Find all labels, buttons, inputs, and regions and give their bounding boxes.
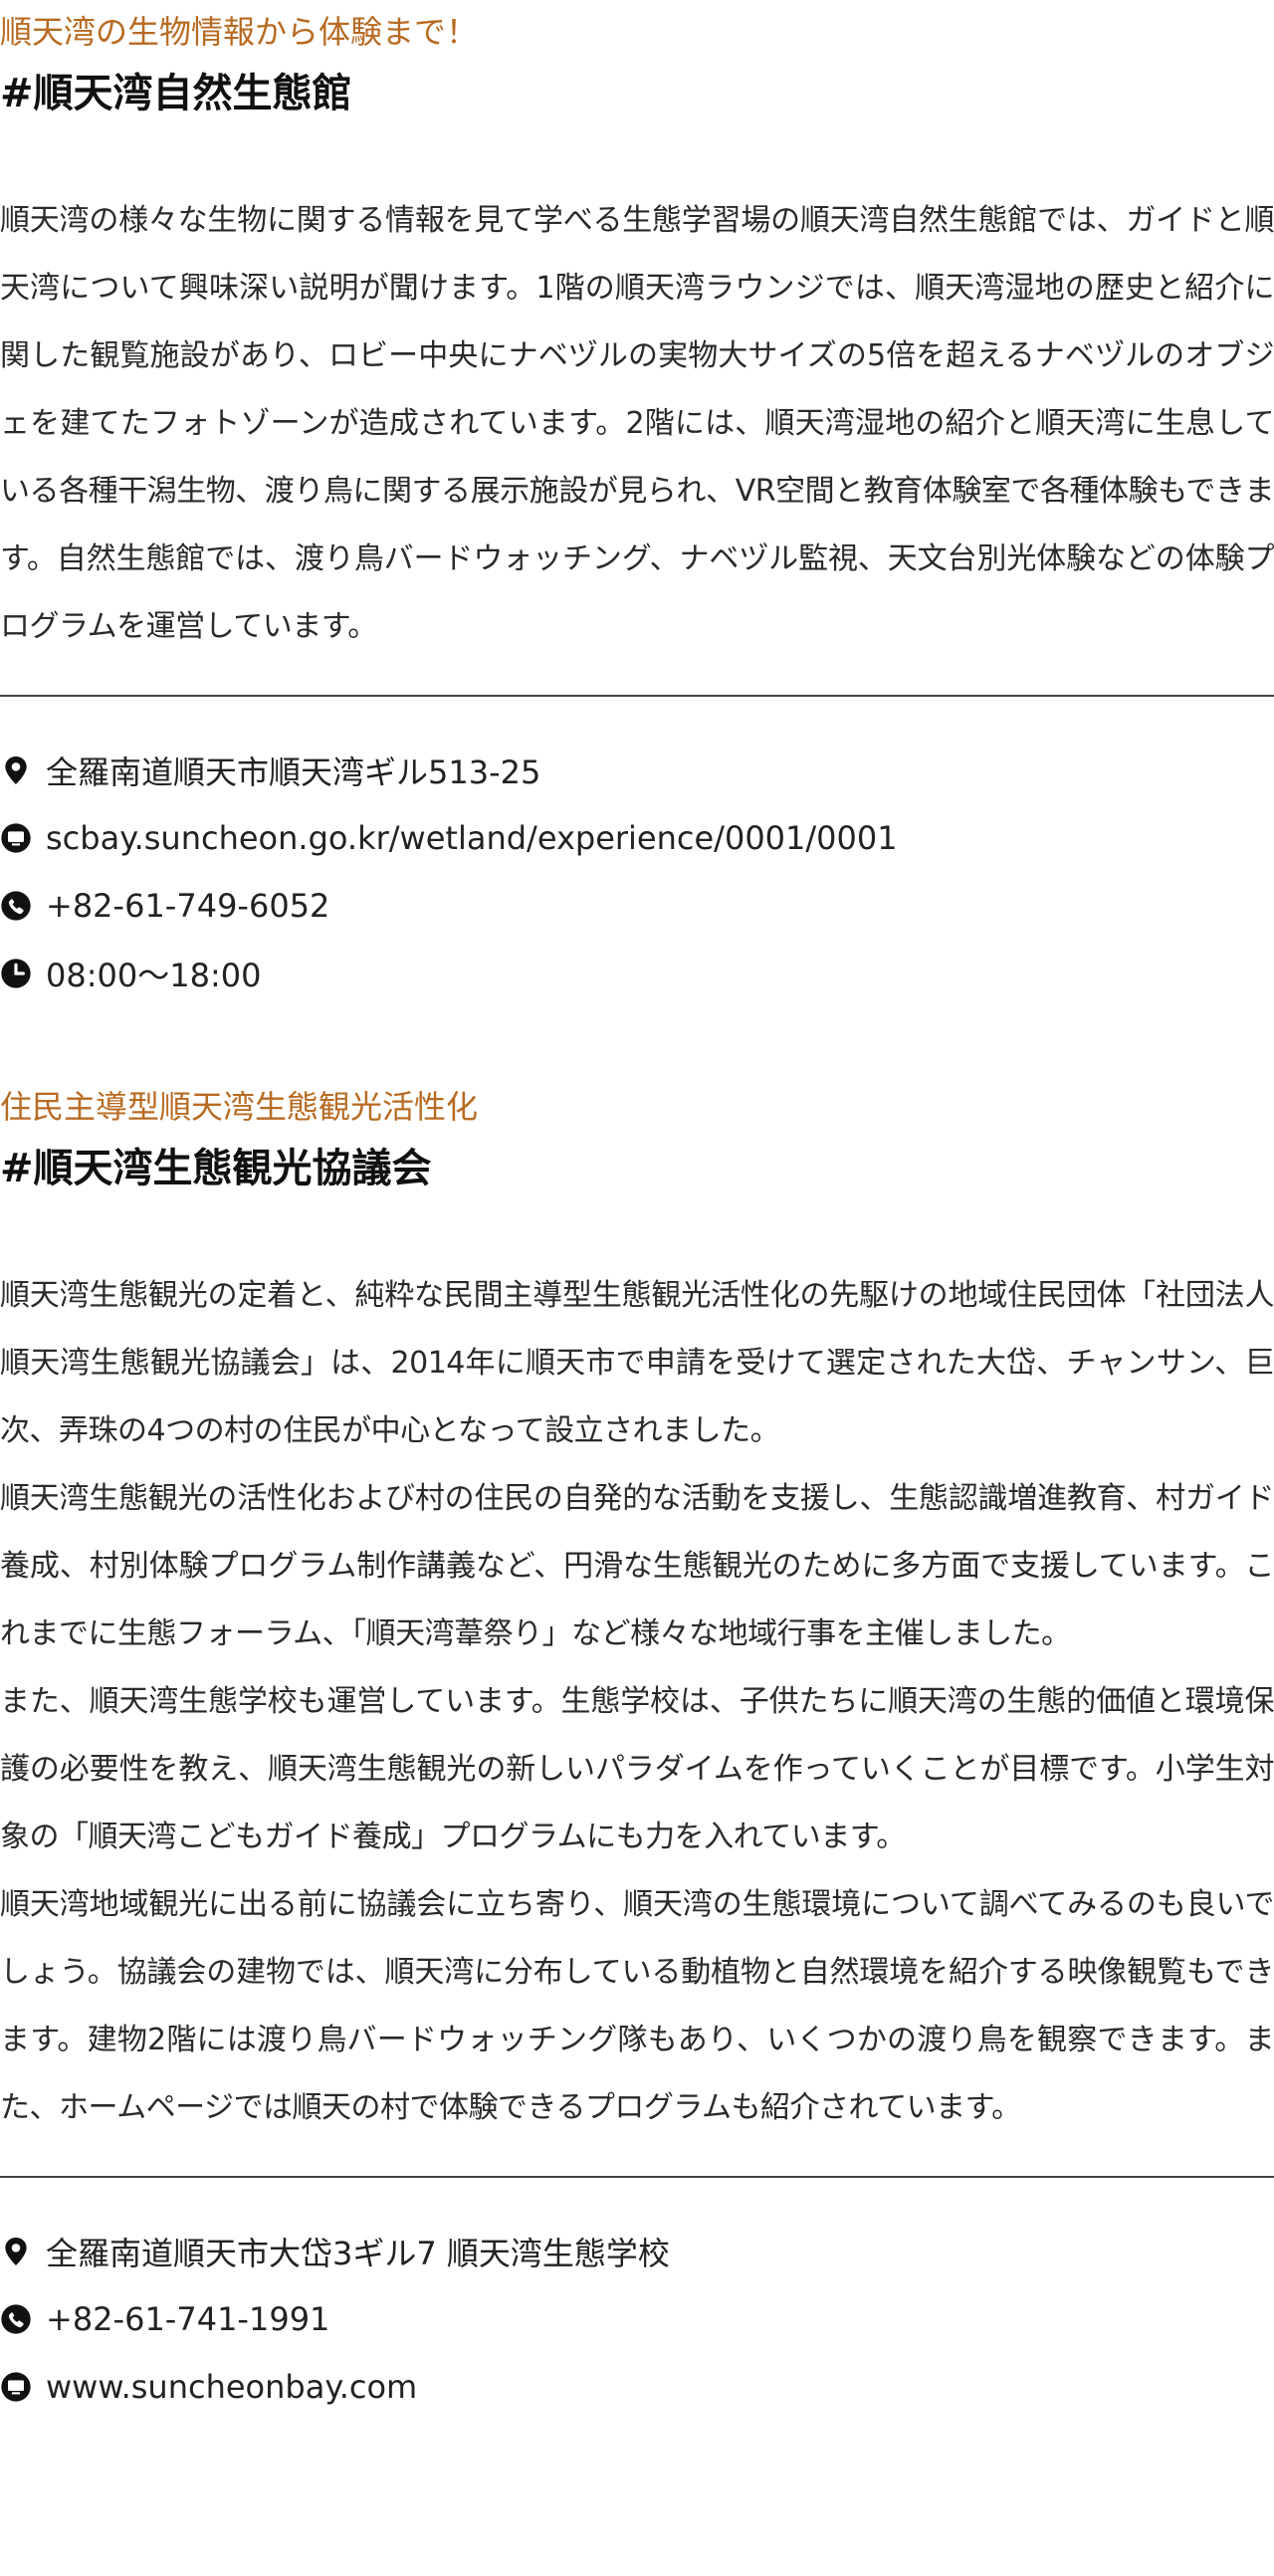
divider	[0, 695, 1274, 697]
body-paragraph: 順天湾の様々な生物に関する情報を見て学べる生態学習場の順天湾自然生態館では、ガイ…	[0, 203, 1274, 644]
info-address: 全羅南道順天市順天湾ギル513-25	[0, 737, 1274, 804]
section-eco-tourism-council: 住民主導型順天湾生態観光活性化 #順天湾生態観光協議会 順天湾生態観光の定着と、…	[0, 1075, 1274, 2421]
phone-text[interactable]: +82-61-749-6052	[46, 887, 330, 925]
section-title: #順天湾自然生態館	[0, 71, 352, 116]
website-link[interactable]: www.suncheonbay.com	[46, 2368, 418, 2406]
divider	[0, 2176, 1274, 2178]
map-pin-icon	[0, 754, 32, 786]
info-phone[interactable]: +82-61-749-6052	[0, 872, 1274, 940]
info-list: 全羅南道順天市大岱3ギル7 順天湾生態学校 +82-61-741-1991 ww…	[0, 2218, 1274, 2421]
clock-icon	[0, 958, 32, 989]
monitor-icon	[0, 822, 32, 854]
section-nature-ecology-center: 順天湾の生物情報から体験まで！ #順天湾自然生態館 順天湾の様々な生物に関する情…	[0, 0, 1274, 1007]
info-phone[interactable]: +82-61-741-1991	[0, 2285, 1274, 2353]
info-address: 全羅南道順天市大岱3ギル7 順天湾生態学校	[0, 2218, 1274, 2285]
address-text: 全羅南道順天市大岱3ギル7 順天湾生態学校	[46, 2235, 670, 2272]
website-link[interactable]: scbay.suncheon.go.kr/wetland/experience/…	[46, 819, 898, 857]
body-paragraph: また、順天湾生態学校も運営しています。生態学校は、子供たちに順天湾の生態的価値と…	[0, 1684, 1274, 1854]
phone-icon	[0, 2303, 32, 2335]
body-paragraph: 順天湾生態観光の活性化および村の住民の自発的な活動を支援し、生態認識増進教育、村…	[0, 1481, 1274, 1651]
phone-icon	[0, 890, 32, 922]
body-paragraph: 順天湾地域観光に出る前に協議会に立ち寄り、順天湾の生態環境について調べてみるのも…	[0, 1887, 1274, 2125]
address-text: 全羅南道順天市順天湾ギル513-25	[46, 753, 541, 791]
hours-text: 08:00～18:00	[46, 957, 262, 994]
phone-text[interactable]: +82-61-741-1991	[46, 2300, 330, 2338]
map-pin-icon	[0, 2236, 32, 2267]
section-body: 順天湾の様々な生物に関する情報を見て学べる生態学習場の順天湾自然生態館では、ガイ…	[0, 187, 1274, 661]
section-subtitle: 住民主導型順天湾生態観光活性化	[0, 1088, 479, 1126]
info-website[interactable]: www.suncheonbay.com	[0, 2353, 1274, 2421]
info-website[interactable]: scbay.suncheon.go.kr/wetland/experience/…	[0, 804, 1274, 872]
section-title: #順天湾生態観光協議会	[0, 1146, 432, 1191]
body-paragraph: 順天湾生態観光の定着と、純粋な民間主導型生態観光活性化の先駆けの地域住民団体「社…	[0, 1278, 1274, 1448]
section-subtitle: 順天湾の生物情報から体験まで！	[0, 13, 479, 51]
info-list: 全羅南道順天市順天湾ギル513-25 scbay.suncheon.go.kr/…	[0, 737, 1274, 1007]
section-body: 順天湾生態観光の定着と、純粋な民間主導型生態観光活性化の先駆けの地域住民団体「社…	[0, 1262, 1274, 2142]
info-hours: 08:00～18:00	[0, 940, 1274, 1007]
monitor-icon	[0, 2371, 32, 2403]
